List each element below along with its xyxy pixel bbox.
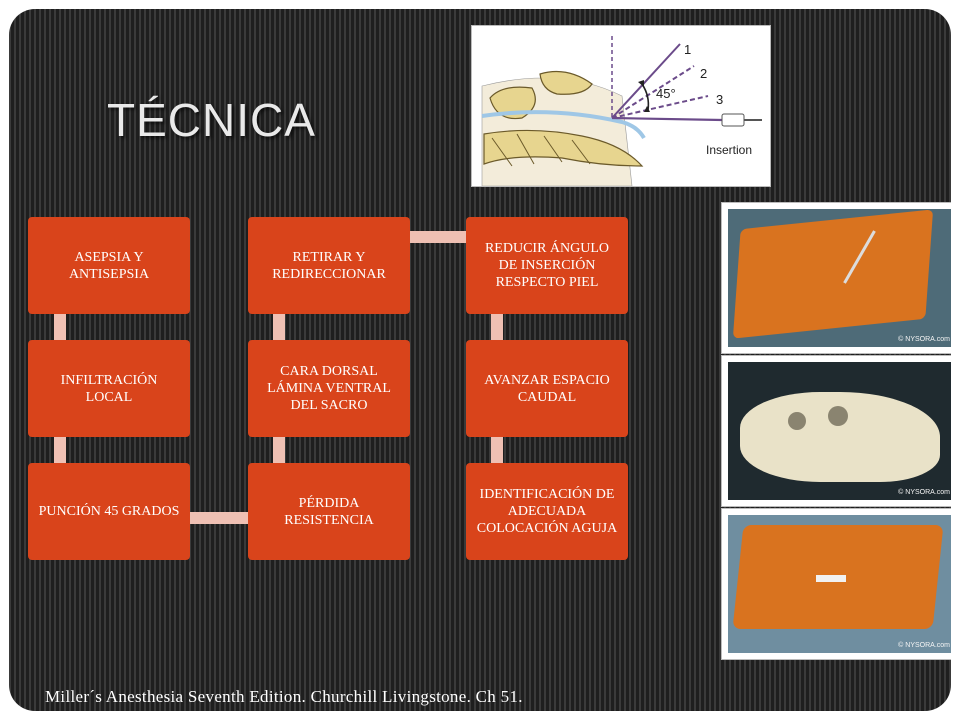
- citation: Miller´s Anesthesia Seventh Edition. Chu…: [45, 687, 523, 706]
- needle-position-insertion: [611, 116, 723, 122]
- photo-frame-2: © NYSORA.com: [721, 355, 951, 507]
- step-retirar: RETIRAR Y REDIRECCIONAR: [248, 217, 410, 314]
- step-cara-dorsal: CARA DORSAL LÁMINA VENTRAL DEL SACRO: [248, 340, 410, 437]
- photo-sacrum-bone-model: © NYSORA.com: [728, 362, 951, 500]
- connector-col1-1: [54, 309, 66, 343]
- step-infiltracion: INFILTRACIÓN LOCAL: [28, 340, 190, 437]
- step-avanzar: AVANZAR ESPACIO CAUDAL: [466, 340, 628, 437]
- step-identificacion: IDENTIFICACIÓN DE ADECUADA COLOCACIÓN AG…: [466, 463, 628, 560]
- position-label-1: 1: [684, 42, 691, 57]
- connector-col1-col2: [189, 512, 249, 524]
- needle-position-1: [611, 43, 681, 119]
- slide: TÉCNICA 45° 1 2: [9, 9, 951, 711]
- photo-needle-in-position: © NYSORA.com: [728, 515, 951, 653]
- photo-skin-needle-insertion: © NYSORA.com: [728, 209, 951, 347]
- connector-col3-2: [491, 433, 503, 467]
- connector-col1-2: [54, 433, 66, 467]
- sacrum-cross-section-drawing: 45° 1 2 3 Insertion: [472, 26, 770, 187]
- insertion-illustration: 45° 1 2 3 Insertion: [471, 25, 771, 187]
- connector-col2-2: [273, 433, 285, 467]
- connector-col2-col3: [409, 231, 469, 243]
- angle-label: 45°: [656, 86, 676, 101]
- insertion-caption: Insertion: [706, 143, 752, 157]
- connector-col2-1: [273, 309, 285, 343]
- photo-frame-1: © NYSORA.com: [721, 202, 951, 354]
- connector-col3-1: [491, 309, 503, 343]
- slide-title: TÉCNICA: [107, 94, 316, 146]
- photo-frame-3: © NYSORA.com: [721, 508, 951, 660]
- syringe-hub-icon: [721, 113, 745, 127]
- position-label-3: 3: [716, 92, 723, 107]
- position-label-2: 2: [700, 66, 707, 81]
- step-reducir: REDUCIR ÁNGULO DE INSERCIÓN RESPECTO PIE…: [466, 217, 628, 314]
- step-perdida: PÉRDIDA RESISTENCIA: [248, 463, 410, 560]
- step-asepsia: ASEPSIA Y ANTISEPSIA: [28, 217, 190, 314]
- step-puncion: PUNCIÓN 45 GRADOS: [28, 463, 190, 560]
